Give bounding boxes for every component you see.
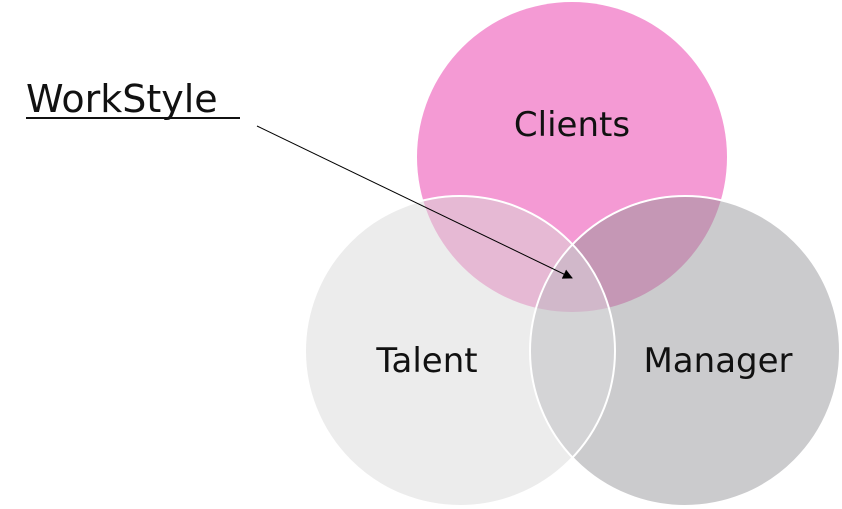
talent-label: Talent (375, 341, 477, 381)
clients-manager-overlap (530, 196, 727, 312)
talent-outline (304, 195, 616, 507)
manager-outline (529, 195, 841, 507)
manager-label: Manager (643, 341, 792, 381)
workstyle-label: WorkStyle (26, 77, 218, 121)
clients-label: Clients (514, 105, 630, 145)
clients-talent-overlap (417, 196, 615, 312)
annotation-arrow (256, 125, 573, 279)
